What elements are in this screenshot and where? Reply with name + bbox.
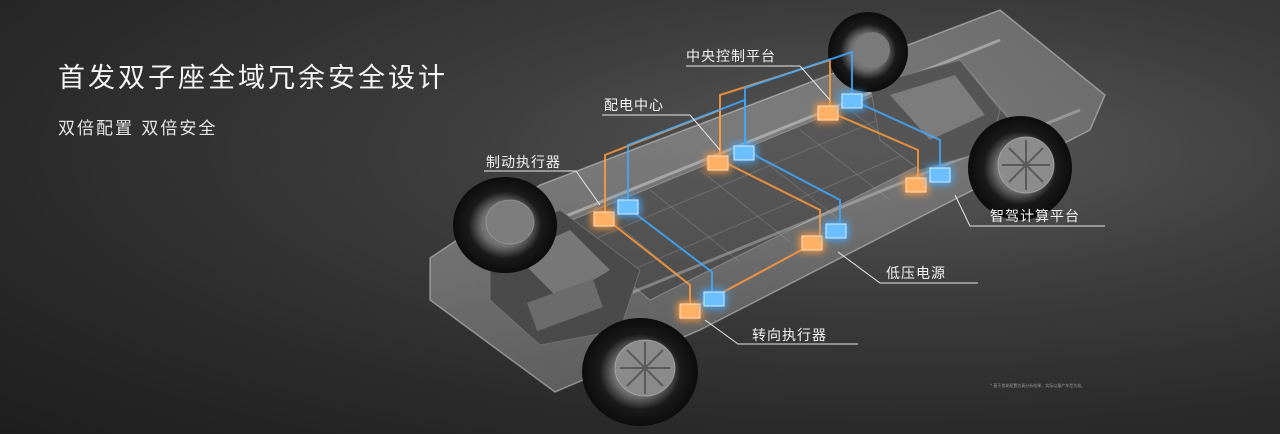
rear-right-wheel xyxy=(968,116,1072,220)
label-adas-compute: 智驾计算平台 xyxy=(990,209,1080,225)
module-steering-actuator xyxy=(678,290,726,320)
leader-power-distribution xyxy=(602,114,721,151)
slide-subtitle: 双倍配置 双倍安全 xyxy=(58,119,218,139)
footnote: * 基于首发配置仿真分析结果，实际以量产车型为准。 xyxy=(990,383,1086,388)
slide-title: 首发双子座全域冗余安全设计 xyxy=(58,63,448,94)
leader-low-voltage xyxy=(837,251,978,284)
callout-lines xyxy=(484,65,1105,345)
module-brake-actuator xyxy=(592,198,640,228)
front-left-wheel xyxy=(453,177,557,273)
rear-left-wheel xyxy=(828,12,908,92)
label-central-control: 中央控制平台 xyxy=(686,49,776,65)
label-steering-actuator: 转向执行器 xyxy=(752,328,827,344)
leader-brake-actuator xyxy=(484,170,601,206)
leader-adas-compute xyxy=(954,194,1105,227)
module-adas-compute xyxy=(904,166,952,194)
front-right-wheel xyxy=(582,318,698,426)
blue-redundant-circuit xyxy=(627,50,941,296)
leader-steering xyxy=(704,319,858,345)
module-central-control xyxy=(816,92,864,122)
module-low-voltage-power xyxy=(800,222,848,252)
label-power-distribution: 配电中心 xyxy=(604,98,664,114)
label-brake-actuator: 制动执行器 xyxy=(486,155,561,171)
module-power-distribution xyxy=(706,144,756,172)
label-low-voltage-power: 低压电源 xyxy=(886,266,946,282)
leader-central-control xyxy=(686,65,831,101)
